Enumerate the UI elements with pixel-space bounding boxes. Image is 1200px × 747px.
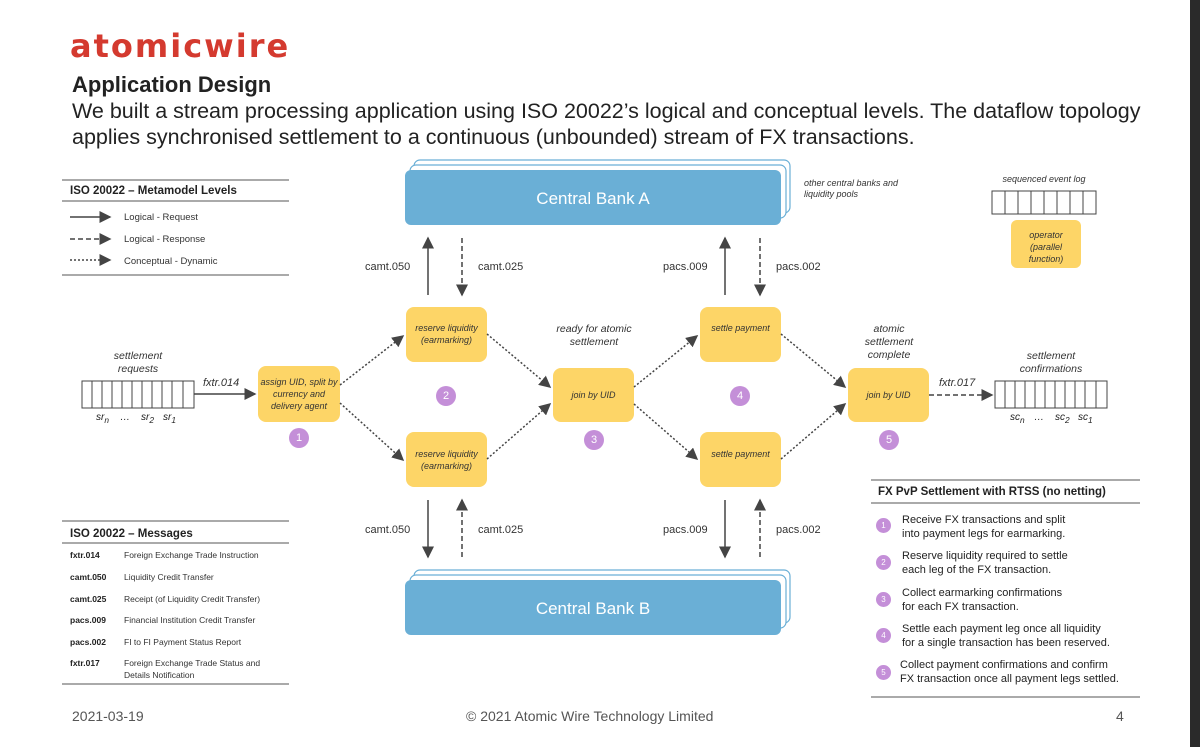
label-pacs009-top: pacs.009: [663, 261, 708, 273]
settlement-requests-label: settlement requests: [113, 350, 163, 375]
queue-item-sc-n: scn: [1010, 412, 1025, 425]
node-join-2: [848, 368, 929, 422]
arrow-join-to-settle-bottom: [633, 403, 699, 460]
slide-title: Application Design: [72, 72, 272, 97]
event-log-queue: [991, 190, 1097, 215]
msg-desc: Receipt (of Liquidity Credit Transfer): [124, 594, 261, 604]
queue-ellipsis: …: [120, 412, 130, 423]
node-reserve-bottom: [406, 432, 487, 487]
queue-item-sc-1: sc1: [1078, 412, 1093, 425]
msg-code: camt.050: [70, 572, 107, 582]
msg-code: fxtr.014: [70, 550, 100, 560]
arrow-settle-bottom-to-join: [780, 403, 847, 460]
messages-title: ISO 20022 – Messages: [70, 528, 193, 540]
label-camt050-top: camt.050: [365, 261, 411, 273]
footer-date: 2021-03-19: [72, 708, 144, 724]
operator-label: operator (parallel function): [1028, 230, 1064, 264]
queue-item-sr-1: sr1: [163, 412, 176, 425]
step-text: Settle each payment leg once all liquidi…: [902, 623, 1110, 649]
msg-code: camt.025: [70, 594, 107, 604]
msg-desc: Foreign Exchange Trade Status and Detail…: [124, 658, 261, 680]
ready-for-settlement-label: ready for atomic settlement: [556, 323, 632, 348]
arrow-join-to-settle-top: [633, 335, 699, 388]
msg-code: fxtr.017: [70, 658, 100, 668]
step-number: 3: [876, 592, 891, 607]
label-pacs002-bottom: pacs.002: [776, 524, 821, 536]
atomicwire-logo: atomicwire: [70, 27, 291, 65]
node-reserve-top-label: reserve liquidity (earmarking): [415, 323, 478, 345]
step-badge-2: 2: [436, 386, 456, 406]
msg-desc: Financial Institution Credit Transfer: [124, 615, 256, 625]
bank-b-label: Central Bank B: [535, 599, 651, 618]
label-fxtr017: fxtr.017: [939, 377, 976, 389]
node-reserve-top: [406, 307, 487, 362]
step-badge-5: 5: [879, 430, 899, 450]
arrow-reserve-bottom-to-join: [486, 403, 552, 460]
queue-item-sr-n: srn: [96, 412, 109, 425]
node-reserve-bottom-label: reserve liquidity (earmarking): [415, 449, 478, 471]
msg-desc: Liquidity Credit Transfer: [124, 572, 214, 582]
legend-request: Logical - Request: [124, 212, 198, 223]
arrow-reserve-top-to-join: [486, 333, 552, 388]
settlement-requests-queue: [81, 380, 195, 409]
settlement-complete-label: atomic settlement complete: [864, 323, 914, 361]
node-settle-bottom: [700, 432, 781, 487]
node-assign-label: assign UID, split by currency and delive…: [260, 377, 338, 411]
node-settle-top: [700, 307, 781, 362]
bank-note: other central banks and liquidity pools: [804, 178, 899, 199]
footer-page-number: 4: [1116, 708, 1124, 724]
step-text: Collect payment confirmations and confir…: [900, 659, 1119, 685]
node-settle-top-label: settle payment: [711, 323, 770, 333]
queue-item-sc-2: sc2: [1055, 412, 1070, 425]
arrow-assign-to-reserve-top: [339, 335, 405, 386]
label-fxtr014: fxtr.014: [203, 377, 240, 389]
node-join-1: [553, 368, 634, 422]
messages-table-lines: [62, 520, 289, 685]
label-camt025-top: camt.025: [478, 261, 524, 273]
event-log-label: sequenced event log: [1002, 174, 1086, 184]
step-number: 1: [876, 518, 891, 533]
step-badge-4: 4: [730, 386, 750, 406]
node-join-2-label: join by UID: [866, 390, 911, 400]
arrow-assign-to-reserve-bottom: [339, 402, 405, 462]
settlement-confirmations-queue: [994, 380, 1108, 409]
step-badge-1: 1: [289, 428, 309, 448]
metamodel-legend: [62, 179, 289, 276]
step-number: 4: [876, 628, 891, 643]
legend-response: Logical - Response: [124, 234, 206, 245]
label-pacs009-bottom: pacs.009: [663, 524, 708, 536]
legend-title: ISO 20022 – Metamodel Levels: [70, 185, 237, 197]
step-badge-3: 3: [584, 430, 604, 450]
footer-copyright: © 2021 Atomic Wire Technology Limited: [466, 708, 714, 724]
steps-title: FX PvP Settlement with RTSS (no netting): [878, 486, 1106, 498]
node-assign-uid: [258, 366, 340, 422]
settlement-confirmations-label: settlement confirmations: [1019, 350, 1083, 375]
node-join-1-label: join by UID: [571, 390, 616, 400]
steps-panel-lines: [871, 479, 1140, 698]
queue-ellipsis: …: [1034, 412, 1044, 423]
central-bank-b: [405, 569, 791, 635]
central-bank-a: [405, 159, 791, 225]
queue-item-sr-2: sr2: [141, 412, 154, 425]
node-settle-bottom-label: settle payment: [711, 449, 770, 459]
legend-dynamic: Conceptual - Dynamic: [124, 256, 218, 267]
operator-legend-box: [1011, 220, 1081, 268]
msg-code: pacs.002: [70, 637, 106, 647]
label-pacs002-top: pacs.002: [776, 261, 821, 273]
bank-a-label: Central Bank A: [536, 189, 650, 208]
slide-subtitle: We built a stream processing application…: [72, 99, 1141, 149]
step-number: 5: [876, 665, 891, 680]
msg-desc: FI to FI Payment Status Report: [124, 637, 242, 647]
step-number: 2: [876, 555, 891, 570]
label-camt025-bottom: camt.025: [478, 524, 524, 536]
msg-desc: Foreign Exchange Trade Instruction: [124, 550, 259, 560]
msg-code: pacs.009: [70, 615, 106, 625]
label-camt050-bottom: camt.050: [365, 524, 411, 536]
arrow-settle-top-to-join: [780, 333, 847, 388]
